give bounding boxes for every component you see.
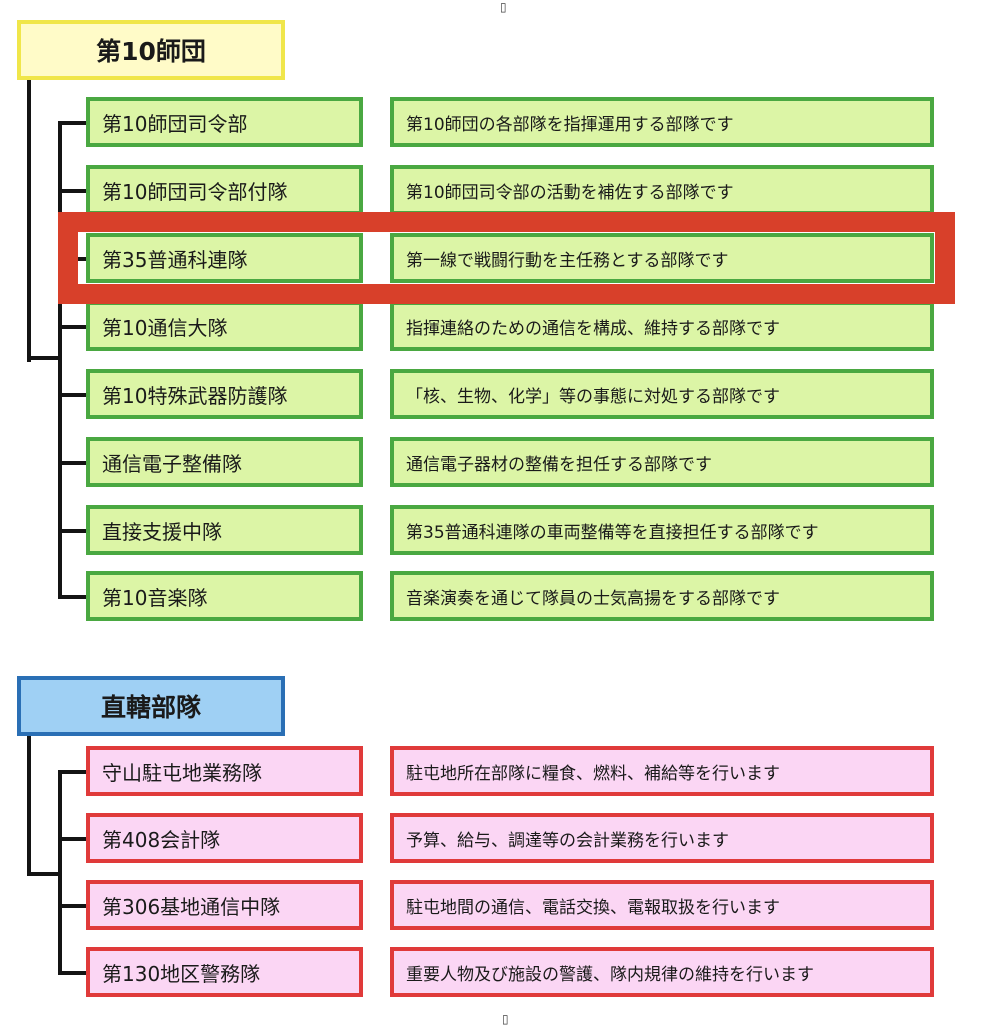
unit-box: 第10音楽隊 xyxy=(86,571,363,621)
unit-description: 第10師団司令部の活動を補佐する部隊です xyxy=(406,182,734,203)
unit-description-box: 駐屯地間の通信、電話交換、電報取扱を行います xyxy=(390,880,934,930)
division-trunk-line xyxy=(27,80,31,362)
division-connector-8 xyxy=(58,595,86,599)
unit-name: 第10特殊武器防護隊 xyxy=(102,383,288,408)
unit-name: 第35普通科連隊 xyxy=(102,247,248,272)
direct-units-title: 直轄部隊 xyxy=(100,693,201,722)
unit-description-box: 第10師団司令部の活動を補佐する部隊です xyxy=(390,165,934,215)
unit-name: 第10通信大隊 xyxy=(102,315,228,340)
division-connector-7 xyxy=(58,529,86,533)
unit-description-box: 「核、生物、化学」等の事態に対処する部隊です xyxy=(390,369,934,419)
direct-branch-line xyxy=(27,872,60,876)
unit-name: 通信電子整備隊 xyxy=(102,451,242,476)
unit-description: 通信電子器材の整備を担任する部隊です xyxy=(406,454,712,475)
unit-box: 第10通信大隊 xyxy=(86,301,363,351)
unit-box: 守山駐屯地業務隊 xyxy=(86,746,363,796)
unit-name: 第10師団司令部付隊 xyxy=(102,179,288,204)
unit-description: 重要人物及び施設の警護、隊内規律の維持を行います xyxy=(406,964,814,985)
unit-box: 第35普通科連隊 xyxy=(86,233,363,283)
direct-connector-4 xyxy=(58,971,86,975)
unit-name: 第10音楽隊 xyxy=(102,585,208,610)
unit-description: 駐屯地間の通信、電話交換、電報取扱を行います xyxy=(406,897,780,918)
unit-description-box: 第10師団の各部隊を指揮運用する部隊です xyxy=(390,97,934,147)
direct-units-header: 直轄部隊 xyxy=(17,676,285,736)
page-mark-bottom: ▯ xyxy=(502,1012,509,1026)
direct-spine-line xyxy=(58,770,62,975)
unit-description-box: 指揮連絡のための通信を構成、維持する部隊です xyxy=(390,301,934,351)
division-connector-2 xyxy=(58,189,86,193)
unit-description-box: 第35普通科連隊の車両整備等を直接担任する部隊です xyxy=(390,505,934,555)
division-header: 第10師団 xyxy=(17,20,285,80)
unit-box: 直接支援中隊 xyxy=(86,505,363,555)
unit-box: 第408会計隊 xyxy=(86,813,363,863)
division-spine-line xyxy=(58,121,62,597)
unit-box: 第130地区警務隊 xyxy=(86,947,363,997)
unit-box: 第10師団司令部付隊 xyxy=(86,165,363,215)
division-connector-3 xyxy=(58,257,86,261)
unit-description-box: 音楽演奏を通じて隊員の士気高揚をする部隊です xyxy=(390,571,934,621)
division-connector-4 xyxy=(58,325,86,329)
unit-box: 第10師団司令部 xyxy=(86,97,363,147)
unit-box: 第10特殊武器防護隊 xyxy=(86,369,363,419)
division-connector-1 xyxy=(58,121,86,125)
unit-box: 通信電子整備隊 xyxy=(86,437,363,487)
unit-description-box: 駐屯地所在部隊に糧食、燃料、補給等を行います xyxy=(390,746,934,796)
page-mark-top: ▯ xyxy=(500,0,507,14)
unit-description-box: 第一線で戦闘行動を主任務とする部隊です xyxy=(390,233,934,283)
direct-connector-2 xyxy=(58,837,86,841)
unit-description-box: 予算、給与、調達等の会計業務を行います xyxy=(390,813,934,863)
unit-description: 第一線で戦闘行動を主任務とする部隊です xyxy=(406,250,729,271)
unit-description-box: 重要人物及び施設の警護、隊内規律の維持を行います xyxy=(390,947,934,997)
unit-box: 第306基地通信中隊 xyxy=(86,880,363,930)
direct-connector-1 xyxy=(58,770,86,774)
division-connector-5 xyxy=(58,393,86,397)
unit-description: 指揮連絡のための通信を構成、維持する部隊です xyxy=(406,318,780,339)
direct-trunk-line xyxy=(27,736,31,876)
unit-description: 音楽演奏を通じて隊員の士気高揚をする部隊です xyxy=(406,588,780,609)
division-title: 第10師団 xyxy=(96,37,206,66)
unit-description: 予算、給与、調達等の会計業務を行います xyxy=(406,830,729,851)
unit-name: 第306基地通信中隊 xyxy=(102,894,281,919)
unit-name: 守山駐屯地業務隊 xyxy=(102,760,262,785)
unit-description-box: 通信電子器材の整備を担任する部隊です xyxy=(390,437,934,487)
unit-name: 第408会計隊 xyxy=(102,827,221,852)
unit-name: 直接支援中隊 xyxy=(102,519,222,544)
unit-description: 「核、生物、化学」等の事態に対処する部隊です xyxy=(406,386,780,407)
division-branch-line xyxy=(27,356,60,360)
unit-name: 第10師団司令部 xyxy=(102,111,248,136)
unit-description: 第35普通科連隊の車両整備等を直接担任する部隊です xyxy=(406,522,819,543)
unit-description: 第10師団の各部隊を指揮運用する部隊です xyxy=(406,114,734,135)
direct-connector-3 xyxy=(58,904,86,908)
unit-description: 駐屯地所在部隊に糧食、燃料、補給等を行います xyxy=(406,763,780,784)
division-connector-6 xyxy=(58,461,86,465)
unit-name: 第130地区警務隊 xyxy=(102,961,261,986)
